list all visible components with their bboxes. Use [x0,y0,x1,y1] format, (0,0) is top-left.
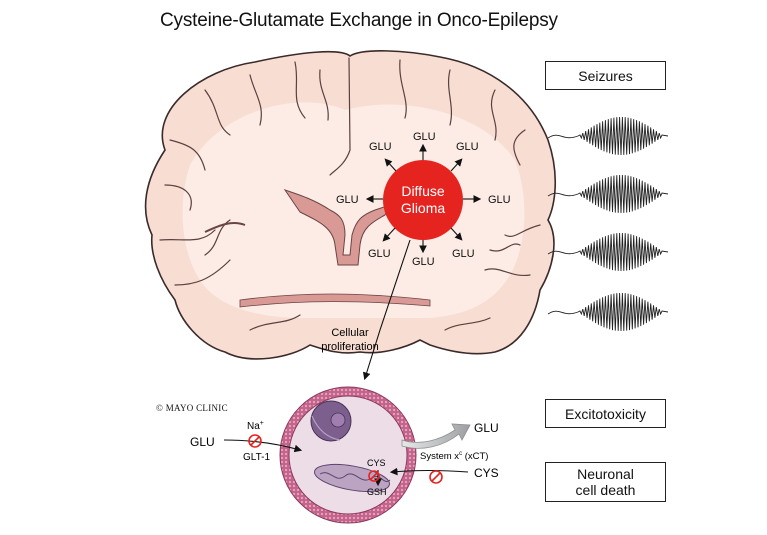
eeg-trace [547,232,669,272]
eeg-trace [547,292,669,332]
brain-section [144,50,556,360]
glt1-label: GLT-1 [243,452,270,463]
glu-uptake-arrow [223,439,303,453]
tumor-cell [279,386,417,524]
cys-in-label: CYS [367,458,386,468]
glu-label: GLU [368,248,391,260]
glu-label: GLU [452,248,475,260]
xct-label: System xc (xCT) [420,451,488,462]
proliferation-label-1: Cellular [331,327,369,339]
excitotoxicity-label: Excitotoxicity [565,405,646,422]
white-matter [182,102,525,318]
glu-out-label: GLU [474,421,499,435]
diagram-title: Cysteine-Glutamate Exchange in Onco-Epil… [160,10,558,31]
cys-out-label: CYS [474,466,499,480]
neuronal-death-box: Neuronal cell death [545,462,666,502]
proliferation-label-2: proliferation [321,341,378,353]
proliferation-arrow [362,239,411,381]
sulci [159,57,541,331]
eeg-trace [547,174,669,214]
glu-label: GLU [369,141,392,153]
glu-label: GLU [456,141,479,153]
glu-label: GLU [412,256,435,268]
credit-label: © MAYO CLINIC [156,403,228,413]
glu-in-label: GLU [190,435,215,449]
glioma-circle [383,160,463,240]
na-label: Na+ [247,420,264,432]
glu-label: GLU [413,131,436,143]
seizures-box: Seizures [545,61,666,90]
glu-labels: GLU GLU GLU GLU GLU GLU GLU GLU [336,131,511,268]
seizures-label: Seizures [578,67,633,84]
corpus-callosum [239,293,431,308]
eeg-traces [547,116,669,332]
inhibit-symbols [248,434,443,484]
excitotoxicity-box: Excitotoxicity [545,399,666,428]
neuronal-label-1: Neuronal [577,466,634,482]
eeg-trace [547,116,669,156]
glu-label: GLU [488,194,511,206]
glu-release-arrows [365,143,482,254]
glu-label: GLU [336,194,359,206]
neuronal-label-2: cell death [575,482,636,498]
glu-export-arrow [401,423,471,449]
tumor-label-2: Glioma [401,200,446,216]
sylvian-fissure-left [204,222,246,233]
lateral-ventricles [283,189,391,266]
gsh-label: GSH [367,487,387,497]
tumor-label-1: Diffuse [401,183,445,199]
cys-import-arrow [389,467,469,476]
